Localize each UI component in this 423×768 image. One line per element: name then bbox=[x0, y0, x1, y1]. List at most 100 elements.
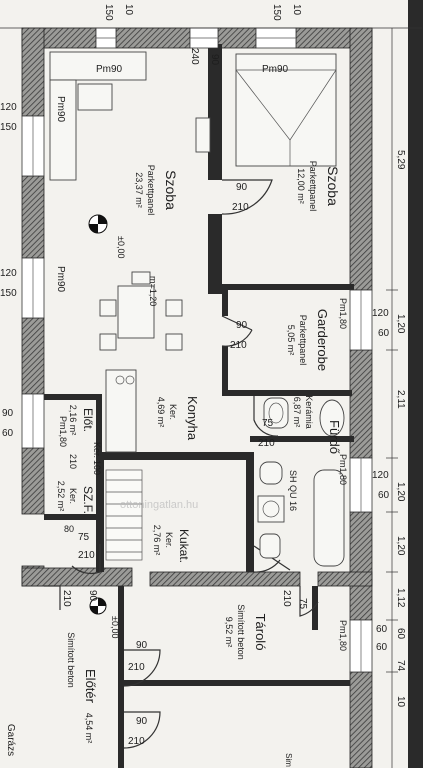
dim-left-150-1: 150 bbox=[0, 122, 17, 133]
dim-door-75: 75 bbox=[262, 418, 274, 429]
pm180-label-2: Pm1,80 bbox=[338, 454, 348, 485]
dim-left-120-2: 120 bbox=[0, 268, 17, 279]
dim-win-120-2: 120 bbox=[372, 470, 389, 481]
table-size-label: m=1,20 bbox=[148, 276, 158, 306]
dim-210-elot: 210 bbox=[68, 454, 78, 469]
dim-100: 100 bbox=[92, 460, 102, 475]
room-floor-szf: Ker. bbox=[68, 488, 78, 504]
room-floor-furdo: Kerámia bbox=[304, 395, 314, 429]
dim-210-elot-1: 210 bbox=[128, 662, 145, 673]
room-area-szoba-right: 12,00 m² bbox=[296, 168, 306, 204]
room-name-garazs: Garázs bbox=[5, 724, 16, 756]
pm90-label-2: Pm90 bbox=[262, 64, 289, 75]
room-floor-elot-bottom: Simított beton bbox=[66, 632, 76, 688]
windows bbox=[21, 27, 373, 673]
dim-top-10-1: 10 bbox=[123, 4, 134, 16]
pm180-label-4: Pm1,80 bbox=[58, 416, 68, 447]
pm90-label-1: Pm90 bbox=[96, 64, 123, 75]
room-area-kukat: 2,76 m² bbox=[152, 525, 162, 556]
room-name-garderobe: Garderobe bbox=[315, 309, 330, 371]
photo-edge-shadow bbox=[408, 0, 423, 768]
right-dim-5: 1,12 bbox=[395, 588, 406, 608]
outer-walls bbox=[21, 27, 373, 768]
room-area-szoba-left: 23,37 m² bbox=[134, 172, 144, 208]
room-name-szoba-right: Szoba bbox=[325, 166, 341, 206]
level-label-2: ±0,00 bbox=[110, 616, 120, 638]
room-name-elot-top: Előt. bbox=[81, 408, 95, 432]
room-floor-szoba-left: Parkettpanel bbox=[146, 165, 156, 216]
room-name-szoba-left: Szoba bbox=[163, 170, 179, 210]
room-floor-konyha: Ker. bbox=[168, 404, 178, 420]
dim-door-90-1: 90 bbox=[236, 182, 248, 193]
pm180-label-1: Pm1,80 bbox=[338, 298, 348, 329]
dim-win-60-3: 60 bbox=[376, 624, 388, 635]
level-label-1: ±0,00 bbox=[116, 236, 126, 258]
right-dim-8: 10 bbox=[395, 696, 406, 708]
room-floor-garderobe: Parkettpanel bbox=[298, 315, 308, 366]
dim-75-tarolo: 75 bbox=[297, 598, 308, 610]
dim-90-elot-1: 90 bbox=[136, 640, 148, 651]
room-floor-elot-top: Ker. bbox=[92, 442, 102, 458]
dim-80: 80 bbox=[64, 524, 74, 534]
dim-75-szf: 75 bbox=[78, 532, 90, 543]
dim-win-60-1: 60 bbox=[378, 328, 390, 339]
dim-top-150-2: 150 bbox=[271, 4, 282, 21]
room-area-elot-top: 2,16 m² bbox=[68, 405, 78, 436]
watermark-text: ottoningatlan.hu bbox=[120, 499, 198, 511]
room-area-tarolo: 9,52 m² bbox=[224, 617, 234, 648]
room-name-kukat: Kukat. bbox=[177, 529, 191, 563]
room-area-elot-bottom: 4,54 m² bbox=[84, 713, 94, 744]
right-dim-2: 2,11 bbox=[395, 390, 406, 409]
room-name-konyha: Konyha bbox=[185, 396, 200, 441]
room-name-elot-bottom: Előtér bbox=[83, 669, 98, 704]
doors bbox=[44, 179, 319, 749]
level-marker-2 bbox=[89, 597, 107, 615]
dim-left-60: 60 bbox=[2, 428, 14, 439]
room-floor-kukat: Ker. bbox=[164, 532, 174, 548]
pm90-label-4: Pm90 bbox=[55, 266, 66, 293]
inner-walls bbox=[44, 44, 354, 768]
level-marker bbox=[88, 214, 108, 234]
pm180-label-3: Pm1,80 bbox=[338, 620, 348, 651]
dim-door-210-2: 210 bbox=[230, 340, 247, 351]
dim-210-szf: 210 bbox=[78, 550, 95, 561]
dimension-lines bbox=[0, 27, 422, 768]
dim-left-90: 90 bbox=[2, 408, 14, 419]
room-name-furdo: Fürdő bbox=[327, 420, 342, 454]
room-floor-bottom-right: Sim bbox=[284, 753, 293, 767]
dim-door-210-3: 210 bbox=[258, 438, 275, 449]
room-area-garderobe: 5,05 m² bbox=[286, 325, 296, 356]
room-area-szf: 2,52 m² bbox=[56, 481, 66, 512]
dim-90-elot-2: 90 bbox=[136, 716, 148, 727]
room-area-konyha: 4,69 m² bbox=[156, 397, 166, 428]
pm90-label-3: Pm90 bbox=[55, 96, 66, 123]
right-dim-3: 1,20 bbox=[395, 482, 406, 502]
dim-90-entry: 90 bbox=[87, 590, 98, 602]
dim-top-10-2: 10 bbox=[291, 4, 302, 16]
right-dim-6: 60 bbox=[395, 628, 406, 640]
dim-door-210-1: 210 bbox=[232, 202, 249, 213]
dim-win-60-4: 60 bbox=[376, 642, 388, 653]
dim-left-120-1: 120 bbox=[0, 102, 17, 113]
dim-top-240: 240 bbox=[189, 48, 200, 65]
room-name-szf: SZ.F. bbox=[81, 486, 95, 514]
boiler-label: SH QU 16 bbox=[288, 470, 298, 511]
furniture bbox=[49, 51, 345, 567]
room-area-furdo: 6,87 m² bbox=[292, 397, 302, 428]
dim-210-entry: 210 bbox=[61, 590, 72, 607]
dim-top-150-1: 150 bbox=[103, 4, 114, 21]
dim-left-150-2: 150 bbox=[0, 288, 17, 299]
dim-top-90: 90 bbox=[209, 54, 220, 66]
dim-door-90-2: 90 bbox=[236, 320, 248, 331]
right-dim-7: 74 bbox=[395, 660, 406, 672]
dim-210-tarolo: 210 bbox=[281, 590, 292, 607]
dim-210-elot-2: 210 bbox=[128, 736, 145, 747]
room-floor-tarolo: Simított beton bbox=[236, 604, 246, 660]
dim-win-60-2: 60 bbox=[378, 490, 390, 501]
right-dim-1: 1,20 bbox=[395, 314, 406, 334]
right-dim-0: 5,29 bbox=[395, 150, 406, 170]
dim-win-120-1: 120 bbox=[372, 308, 389, 319]
right-dim-4: 1,20 bbox=[395, 536, 406, 556]
room-floor-szoba-right: Parkettpanel bbox=[308, 161, 318, 212]
